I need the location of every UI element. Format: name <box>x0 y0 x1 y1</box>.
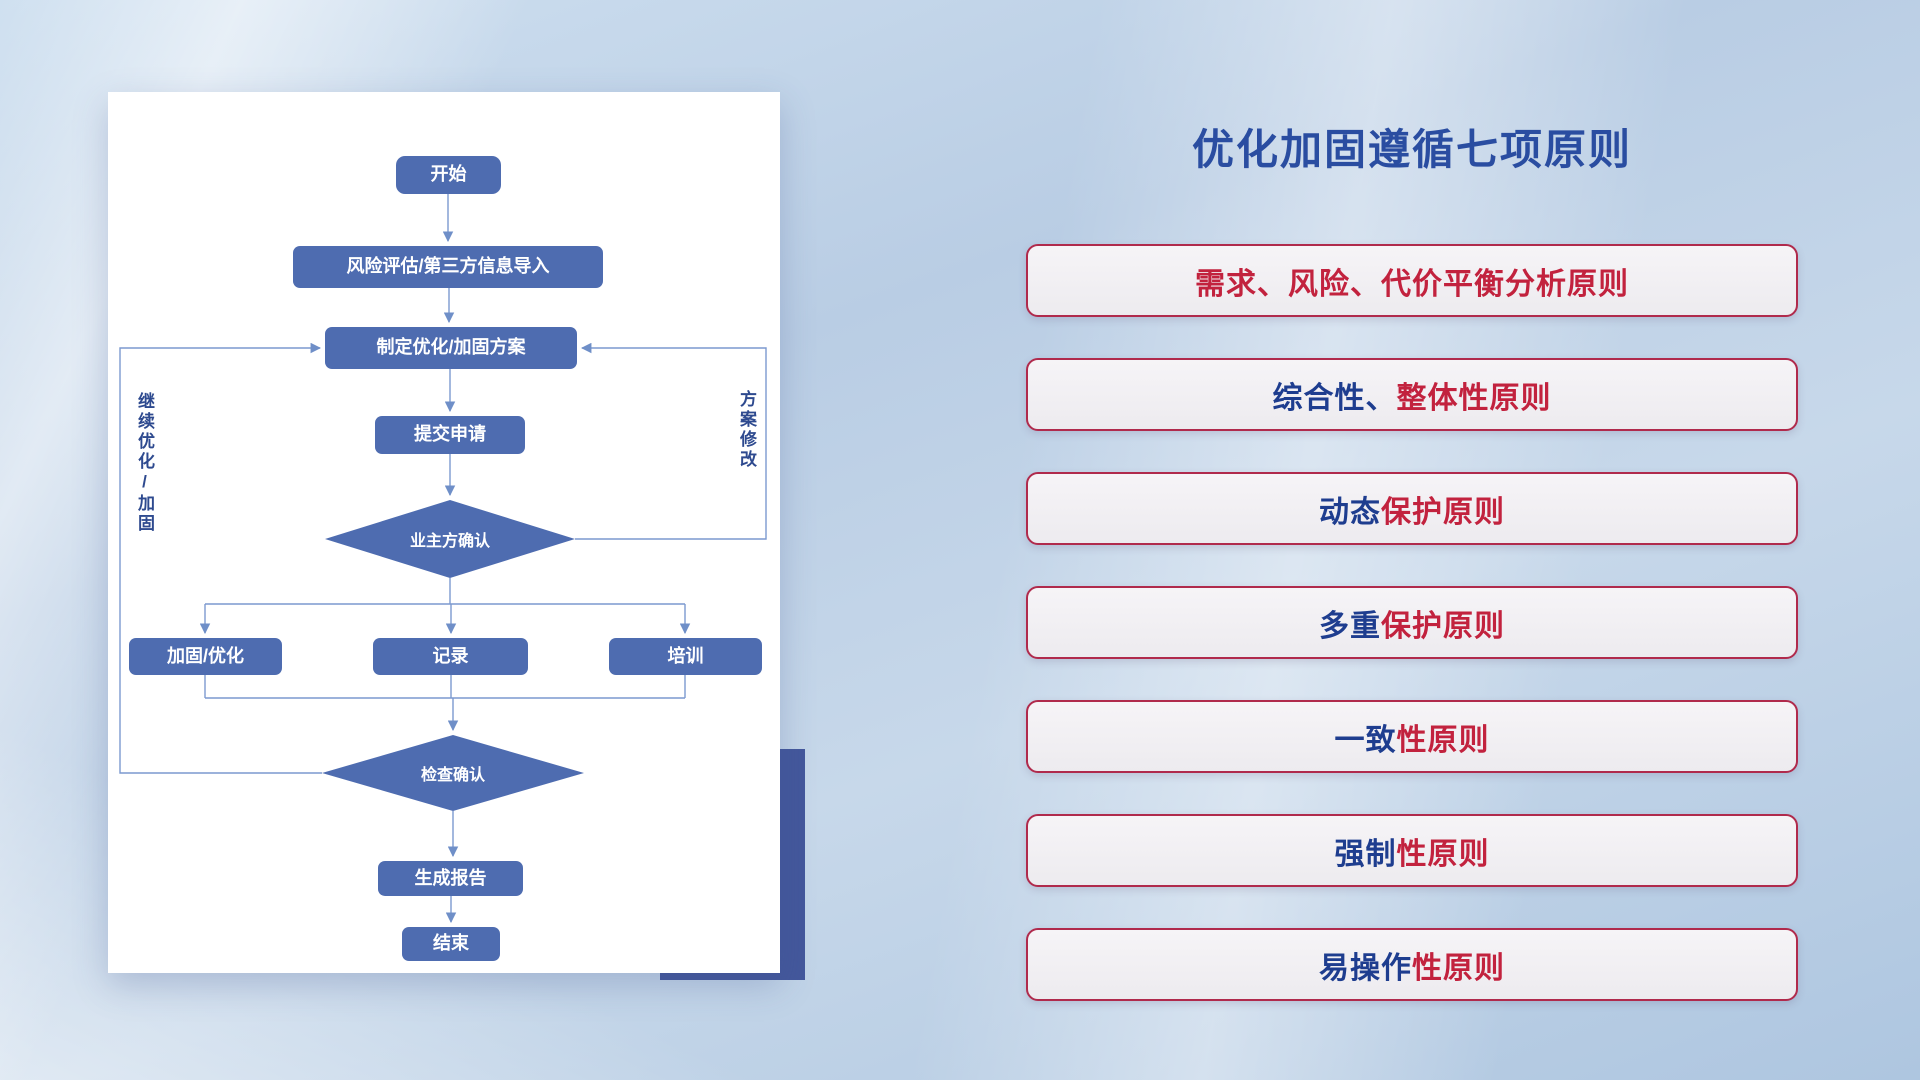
principle-item-6: 强制性原则 <box>1026 814 1798 887</box>
principle-item-7: 易操作性原则 <box>1026 928 1798 1001</box>
flow-node-submit: 提交申请 <box>375 416 525 454</box>
principle-item-4: 多重保护原则 <box>1026 586 1798 659</box>
flow-node-make-plan: 制定优化/加固方案 <box>325 327 577 369</box>
principles-list: 需求、风险、代价平衡分析原则 综合性、整体性原则 动态保护原则 多重保护原则 一… <box>1026 244 1798 1001</box>
principle-4-text-red: 保护原则 <box>1381 609 1505 643</box>
flowchart-card: 开始 风险评估/第三方信息导入 制定优化/加固方案 提交申请 业主方确认 加固/… <box>108 92 780 973</box>
principle-5-text-red: 性原则 <box>1396 723 1490 757</box>
principle-1-text-red: 需求、风险、代价平衡分析原则 <box>1195 267 1629 301</box>
flow-node-train: 培训 <box>609 638 762 675</box>
flow-node-reinforce: 加固/优化 <box>129 638 282 675</box>
principle-4-text-blue: 多重 <box>1319 609 1381 643</box>
principle-5-text-blue: 一致 <box>1334 723 1397 757</box>
flow-node-report: 生成报告 <box>378 861 523 896</box>
principle-item-1: 需求、风险、代价平衡分析原则 <box>1026 244 1798 317</box>
page-title: 优化加固遵循七项原则 <box>1191 126 1632 173</box>
flow-node-risk-import: 风险评估/第三方信息导入 <box>293 246 603 288</box>
principle-3-text-red: 保护原则 <box>1381 495 1505 529</box>
principle-7-text-red: 性原则 <box>1412 951 1505 985</box>
flow-node-end: 结束 <box>402 927 500 961</box>
flow-connectors <box>119 194 767 924</box>
flow-node-record: 记录 <box>373 638 528 675</box>
principle-7-text-blue: 易操作 <box>1319 951 1412 985</box>
principle-3-text-blue: 动态 <box>1319 495 1381 529</box>
principle-2-text-red: 整体性原则 <box>1396 381 1552 415</box>
principle-item-3: 动态保护原则 <box>1026 472 1798 545</box>
flow-node-start: 开始 <box>396 156 501 194</box>
principle-item-2: 综合性、整体性原则 <box>1026 358 1798 431</box>
principle-2-text-blue: 综合性、 <box>1272 381 1397 415</box>
principle-item-5: 一致性原则 <box>1026 700 1798 773</box>
principle-6-text-blue: 强制 <box>1334 837 1397 871</box>
edge-label-continue-loop: 继续优化/加固 <box>135 392 154 534</box>
principle-6-text-red: 性原则 <box>1396 837 1490 871</box>
edge-label-plan-revision: 方案修改 <box>737 390 756 470</box>
